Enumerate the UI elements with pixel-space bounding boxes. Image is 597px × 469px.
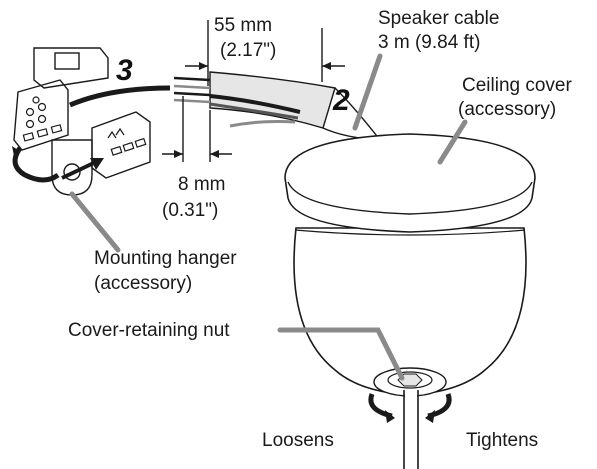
mounting-hanger-label-line2: (accessory) — [94, 273, 192, 294]
dim-8-mm-label: 8 mm — [178, 174, 226, 195]
exit-cable — [403, 390, 419, 469]
speaker-cable-label-line1: Speaker cable — [378, 8, 499, 29]
hanger-cable — [69, 85, 171, 108]
step-2-number: 2 — [332, 84, 350, 117]
ceiling-cover — [284, 133, 536, 397]
cover-nut-label: Cover-retaining nut — [68, 320, 230, 341]
dim-8-in-label: (0.31") — [162, 200, 218, 221]
speaker-cable-label-line2: 3 m (9.84 ft) — [378, 32, 480, 53]
cover-nut-leader — [277, 327, 405, 381]
dim-55-in-label: (2.17") — [220, 40, 276, 61]
mounting-hanger-leader — [69, 191, 121, 253]
speaker-cable — [173, 71, 381, 141]
loosens-label: Loosens — [262, 430, 334, 451]
ceiling-cover-label-line2: (accessory) — [458, 99, 556, 120]
ceiling-cover-label-line1: Ceiling cover — [462, 75, 572, 96]
dimension-55mm — [185, 20, 345, 86]
tighten-arrow-icon — [427, 393, 452, 419]
step-3-number: 3 — [116, 54, 133, 87]
mounting-hanger-label-line1: Mounting hanger — [94, 248, 237, 269]
ceiling-cover-leader — [437, 119, 468, 165]
dim-55-mm-label: 55 mm — [214, 15, 272, 36]
speaker-cable-leader — [352, 53, 383, 131]
tightens-label: Tightens — [466, 430, 538, 451]
loosen-arrow-icon — [368, 393, 393, 419]
mounting-hanger — [12, 47, 151, 196]
dimension-8mm — [162, 96, 232, 162]
